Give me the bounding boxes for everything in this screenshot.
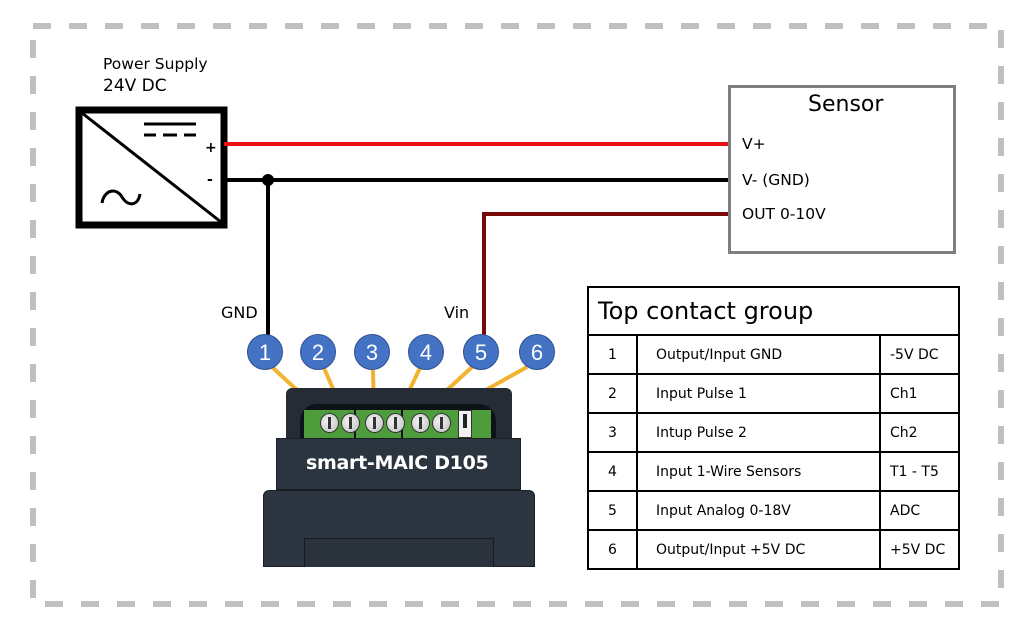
contact-value: ADC: [879, 490, 960, 531]
contact-description: Intup Pulse 2: [636, 412, 881, 453]
table-row: 4 Input 1-Wire Sensors T1 - T5: [587, 451, 960, 492]
contact-value: +5V DC: [879, 529, 960, 570]
gnd-label: GND: [221, 303, 258, 322]
power-supply-name: Power Supply: [103, 55, 208, 73]
ac-symbol-icon: [100, 189, 142, 206]
signal-wire: [482, 212, 730, 336]
contact-table: Top contact group 1 Output/Input GND -5V…: [587, 286, 960, 570]
table-row: 3 Intup Pulse 2 Ch2: [587, 412, 960, 453]
dc-symbol-icon: [144, 122, 196, 137]
contact-value: -5V DC: [879, 334, 960, 375]
sensor-pin-gnd: V- (GND): [742, 171, 810, 189]
contact-table-title: Top contact group: [587, 286, 960, 336]
screw-6: [432, 413, 451, 433]
terminal-circle-4: 4: [408, 334, 444, 370]
device-label-panel: [276, 438, 521, 490]
contact-description: Input Pulse 1: [636, 373, 881, 414]
contact-description: Output/Input GND: [636, 334, 881, 375]
device-window: [304, 538, 494, 567]
screw-5: [411, 413, 430, 433]
sensor-title: Sensor: [808, 92, 884, 117]
sensor-pin-out: OUT 0-10V: [742, 205, 826, 223]
terminal-circle-5: 5: [463, 334, 499, 370]
power-supply-voltage: 24V DC: [103, 76, 167, 96]
power-supply-title: Power Supply 24V DC: [103, 53, 208, 97]
terminal-circle-1: 1: [247, 334, 283, 370]
terminal-circle-2: 2: [300, 334, 336, 370]
table-row: 6 Output/Input +5V DC +5V DC: [587, 529, 960, 570]
contact-number: 2: [587, 373, 638, 414]
contact-description: Input Analog 0-18V: [636, 490, 881, 531]
terminal-circle-3: 3: [354, 334, 390, 370]
power-supply-diagonal: [81, 111, 222, 224]
contact-number: 1: [587, 334, 638, 375]
minus-label: -: [207, 172, 213, 188]
contact-description: Input 1-Wire Sensors: [636, 451, 881, 492]
terminal-circle-6: 6: [519, 334, 555, 370]
table-row: 1 Output/Input GND -5V DC: [587, 334, 960, 375]
screw-4: [386, 413, 405, 433]
sensor-pin-vplus: V+: [742, 135, 766, 153]
contact-value: Ch2: [879, 412, 960, 453]
screw-2: [341, 413, 360, 433]
vin-label: Vin: [444, 303, 470, 322]
contact-number: 4: [587, 451, 638, 492]
latch: [458, 410, 472, 438]
contact-number: 5: [587, 490, 638, 531]
screw-1: [320, 413, 339, 433]
contact-number: 6: [587, 529, 638, 570]
contact-description: Output/Input +5V DC: [636, 529, 881, 570]
contact-number: 3: [587, 412, 638, 453]
screw-3: [365, 413, 384, 433]
table-row: 2 Input Pulse 1 Ch1: [587, 373, 960, 414]
sensor-box: [728, 85, 956, 254]
contact-value: T1 - T5: [879, 451, 960, 492]
device-name: smart-MAIC D105: [306, 452, 489, 474]
contact-value: Ch1: [879, 373, 960, 414]
plus-label: +: [205, 140, 217, 156]
table-row: 5 Input Analog 0-18V ADC: [587, 490, 960, 531]
dashed-border: [30, 23, 1004, 607]
